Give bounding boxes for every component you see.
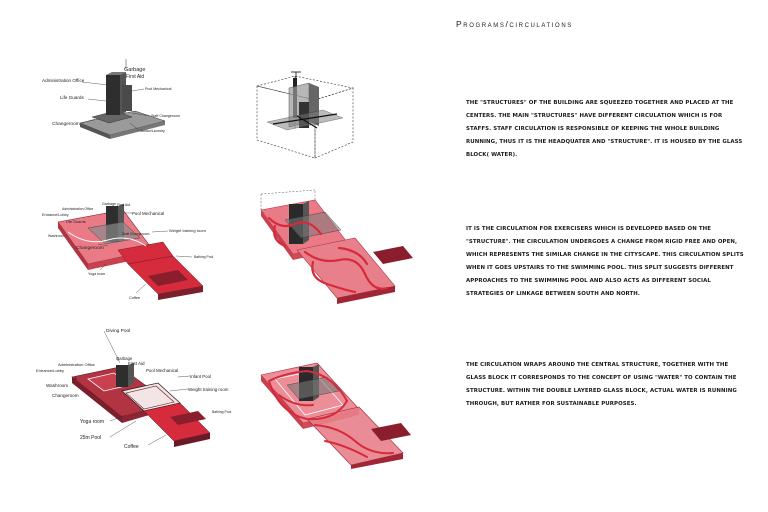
label-changeroom: Changeroom	[52, 121, 80, 127]
label-pool-mechanical: Pool Mechanical	[146, 368, 178, 373]
label-garbage: Garbage	[124, 67, 145, 73]
label-administration-office: Administration Office	[62, 207, 93, 211]
page-title: Programs/circulations	[456, 19, 573, 29]
label-yoga-room: Yoga room	[80, 419, 104, 425]
label-janitor-laundry: Janitor/Laundry	[140, 129, 165, 133]
paragraph-wrapping-circulation: The circulation wraps around the central…	[466, 359, 744, 411]
label-administration-office: Administration Office	[58, 362, 96, 367]
label-life-guards: Life Guards	[66, 220, 86, 224]
label-pool-mechanical: Pool Mechanical	[145, 87, 172, 91]
label-washroom: Washroom	[48, 234, 64, 238]
label-coffee: Coffee	[129, 296, 140, 300]
label-first-aid: First Aid	[117, 203, 130, 207]
label-infant-pool: Infant Pool	[190, 374, 211, 379]
label-bathing-pool: Bathing Pool	[194, 255, 213, 259]
label-coffee: Coffee	[124, 444, 139, 450]
label-lift: Lift	[72, 377, 77, 381]
diagram-wrapping-circulation	[255, 345, 415, 470]
label-first-aid: First Aid	[126, 74, 144, 80]
label-25m-pool: 25m Pool	[80, 435, 101, 441]
label-yoga-room: Yoga room	[88, 272, 105, 276]
diagram-exerciser-programs: Garbage First Aid Administration Office …	[28, 198, 248, 303]
diagram-staff-programs: Garbage First Aid Administration Office …	[40, 55, 190, 145]
label-staff-changeroom: Staff Changeroom	[151, 114, 180, 118]
label-garbage: Garbage	[102, 202, 116, 206]
paragraph-staff-circulation: The "structures" of the building are squ…	[466, 97, 744, 162]
label-entrance-lobby: Entrance/Lobby	[36, 368, 64, 373]
label-changeroom: Changeroom	[52, 393, 79, 398]
label-staff-changeroom: Staff Changeroom	[122, 232, 150, 236]
label-life-guards: Life Guards	[60, 95, 84, 100]
diagram-glass-block-structure	[253, 68, 373, 163]
label-washroom: Washroom	[46, 383, 68, 388]
label-administration-office: Administration Office	[42, 78, 85, 83]
label-weight-training-room: Weight training room	[169, 228, 207, 233]
diagram-pool-programs: Diving Pool Garbage First Aid Administra…	[30, 325, 260, 455]
label-weight-training-room: Weight training room	[188, 387, 229, 392]
label-first-aid: First Aid	[128, 361, 145, 366]
label-pool-mechanical: Pool Mechanical	[132, 211, 164, 216]
paragraph-exerciser-circulation: It is the circulation for exercisers whi…	[466, 223, 744, 301]
label-entrance-lobby: Entrance/Lobby	[42, 213, 69, 217]
label-bathing-pool: Bathing Pool	[212, 410, 231, 414]
label-diving-pool: Diving Pool	[106, 328, 130, 334]
label-changeroom: Changeroom	[76, 245, 104, 251]
diagram-exerciser-circulation	[255, 190, 415, 305]
